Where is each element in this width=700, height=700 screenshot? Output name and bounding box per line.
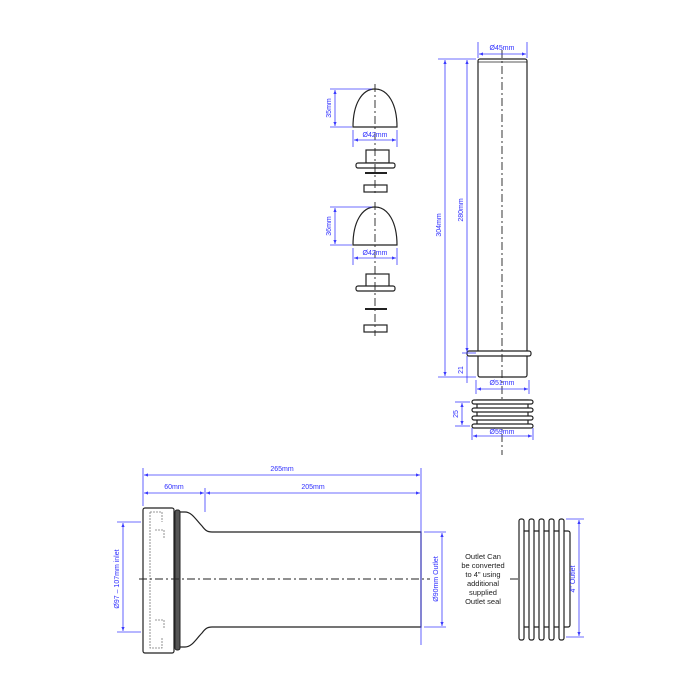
outlet-seal: 4" Outlet bbox=[510, 518, 584, 641]
collar-length-label: 60mm bbox=[164, 484, 184, 491]
note-line: Outlet seal bbox=[465, 597, 501, 606]
cap1-height-label: 35mm bbox=[326, 98, 333, 118]
outlet-dia-label: Ø90mm Outlet bbox=[433, 556, 440, 602]
cap2-height-label: 36mm bbox=[326, 216, 333, 236]
cap-assembly-1: 35mm Ø42mm bbox=[326, 84, 398, 196]
extension-pipe bbox=[466, 50, 532, 455]
note-line: additional bbox=[467, 579, 499, 588]
dia-45-label: Ø45mm bbox=[490, 45, 515, 52]
outlet-4in-label: 4" Outlet bbox=[570, 565, 577, 592]
pipe-dimensions: Ø45mm 304mm 280mm 21 Ø51mm bbox=[436, 42, 530, 394]
spigot-21-label: 21 bbox=[458, 366, 465, 374]
cap2-dia-label: Ø42mm bbox=[363, 250, 388, 257]
pipe-length-label: 205mm bbox=[301, 484, 325, 491]
note-line: supplied bbox=[469, 588, 497, 597]
cap1-dia-label: Ø42mm bbox=[363, 132, 388, 139]
inlet-dia-label: Ø97 – 107mm inlet bbox=[114, 549, 121, 608]
cap-assembly-2: 36mm Ø42mm bbox=[326, 202, 398, 336]
dia-51-label: Ø51mm bbox=[490, 380, 515, 387]
pan-connector-dimensions: 265mm 60mm 205mm Ø97 – 107mm inlet Ø90mm… bbox=[114, 466, 446, 645]
note-line: Outlet Can bbox=[465, 552, 501, 561]
length-280-label: 280mm bbox=[458, 198, 465, 222]
seal-height-label: 25 bbox=[453, 410, 460, 418]
note-line: to 4" using bbox=[465, 570, 500, 579]
conversion-note: Outlet Can be converted to 4" using addi… bbox=[461, 552, 504, 606]
overall-length-label: 265mm bbox=[270, 466, 294, 473]
length-304-label: 304mm bbox=[436, 213, 443, 237]
pan-connector bbox=[139, 507, 430, 654]
dia-59-label: Ø59mm bbox=[490, 429, 515, 436]
note-line: be converted bbox=[461, 561, 504, 570]
pipe-seal: 25 Ø59mm bbox=[453, 399, 534, 440]
